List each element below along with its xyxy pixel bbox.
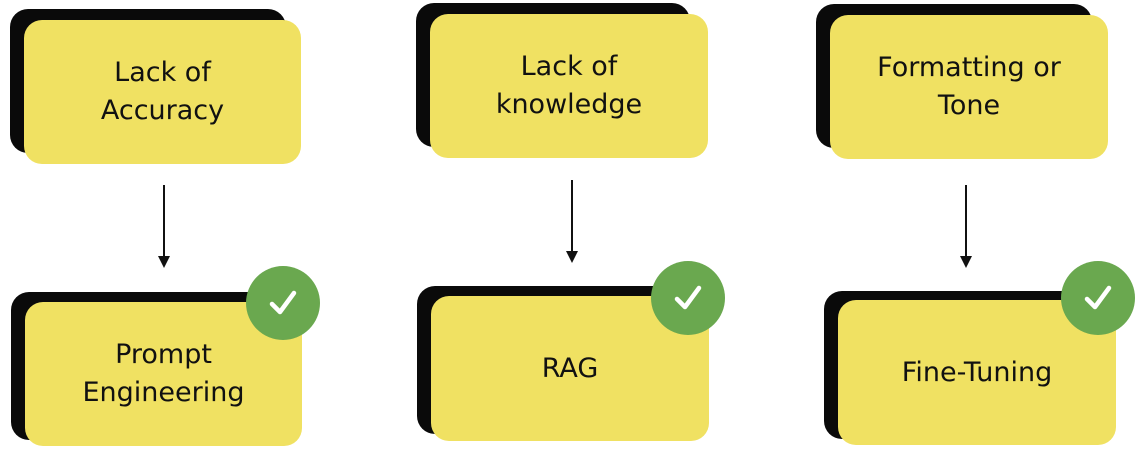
arrowhead <box>158 256 170 268</box>
checkmark-glyph <box>1084 285 1112 310</box>
checkmark-glyph <box>269 290 297 315</box>
arrow-line <box>163 185 165 257</box>
checkmark-icon <box>1061 261 1135 335</box>
checkmark-icon <box>246 266 320 340</box>
checkmark-glyph <box>674 285 702 310</box>
arrow-line <box>965 185 967 257</box>
problem-card-knowledge: Lack of knowledge <box>430 14 708 158</box>
problem-card-accuracy: Lack of Accuracy <box>24 20 301 164</box>
solution-card-prompt-engineering: Prompt Engineering <box>25 302 302 446</box>
checkmark-icon <box>651 261 725 335</box>
arrowhead <box>960 256 972 268</box>
solution-card-fine-tuning: Fine-Tuning <box>838 300 1116 445</box>
arrowhead <box>566 251 578 263</box>
problem-card-formatting: Formatting or Tone <box>830 15 1108 159</box>
arrow-line <box>571 180 573 252</box>
